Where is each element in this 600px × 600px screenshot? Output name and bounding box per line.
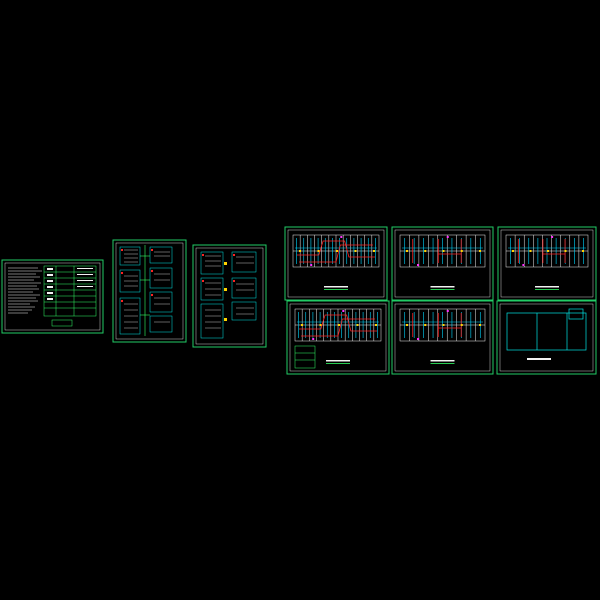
sheet-floor-plan-2[interactable] <box>391 226 494 301</box>
sheet-border <box>500 229 594 298</box>
title-underline <box>324 289 348 290</box>
power-wiring <box>297 240 375 263</box>
title-underline <box>326 363 350 364</box>
lighting-conduits <box>297 312 379 338</box>
sheet-border <box>394 229 491 298</box>
drawing-title-bar <box>535 286 559 288</box>
sheet-border <box>115 242 184 340</box>
sheet-border <box>289 303 387 372</box>
sheet-system-diagram-1[interactable] <box>112 239 187 343</box>
sheet-floor-plan-5[interactable] <box>391 300 494 375</box>
breaker-symbols <box>202 254 235 282</box>
floor-plan-sheets <box>284 226 597 375</box>
device-symbols <box>406 250 481 252</box>
sheet-frame <box>192 244 267 348</box>
building-walls <box>399 308 486 342</box>
sheet-frame <box>112 239 187 343</box>
notes-text-block <box>8 267 42 314</box>
busbar-lines <box>140 245 150 336</box>
meter-symbols <box>224 262 227 321</box>
sheet-frame <box>286 300 390 375</box>
distribution-boxes <box>200 251 257 339</box>
sheet-design-notes[interactable] <box>1 259 104 334</box>
title-underline <box>430 363 455 364</box>
sheet-border <box>287 229 385 298</box>
annotation-markers <box>417 236 449 266</box>
device-symbols <box>301 324 377 326</box>
device-symbols <box>406 324 481 326</box>
title-underline <box>430 289 455 290</box>
sheet-frame <box>391 226 494 301</box>
drawing-title-bar <box>430 360 455 362</box>
feeder-lines <box>124 249 170 329</box>
sheet-floor-plan-6[interactable] <box>496 300 597 375</box>
sheet-frame <box>496 300 597 375</box>
annotation-markers <box>312 310 345 340</box>
lighting-conduits <box>295 238 377 264</box>
sheet-frame <box>284 226 388 301</box>
sheet-floor-plan-3[interactable] <box>497 226 597 301</box>
sheet-border <box>195 247 264 345</box>
drawing-title-bar <box>326 360 350 362</box>
legend-table <box>43 265 97 317</box>
sheet-system-diagram-2[interactable] <box>192 244 267 348</box>
sheet-floor-plan-1[interactable] <box>284 226 388 301</box>
sheet-border <box>4 262 101 331</box>
sheet-border <box>394 303 491 372</box>
annotation-markers <box>310 236 343 266</box>
annotation-markers <box>417 310 449 340</box>
legend-symbols <box>47 268 93 300</box>
schedule-table <box>294 345 316 369</box>
device-symbols <box>299 250 375 252</box>
sheet-frame <box>1 259 104 334</box>
device-symbols <box>512 250 584 252</box>
annotation-markers <box>522 236 554 266</box>
roof-outline <box>506 308 587 351</box>
breaker-symbols <box>121 249 153 302</box>
title-block <box>51 319 73 327</box>
drawing-title-bar <box>324 286 348 288</box>
distribution-boxes <box>119 246 173 335</box>
sheet-floor-plan-4[interactable] <box>286 300 390 375</box>
title-underline <box>535 289 559 290</box>
feeder-lines <box>205 255 254 329</box>
drawing-title-bar <box>430 286 455 288</box>
power-wiring <box>299 314 377 337</box>
drawing-title-bar <box>527 358 551 360</box>
sheet-frame <box>391 300 494 375</box>
sheet-border <box>499 303 594 372</box>
sheet-frame <box>497 226 597 301</box>
